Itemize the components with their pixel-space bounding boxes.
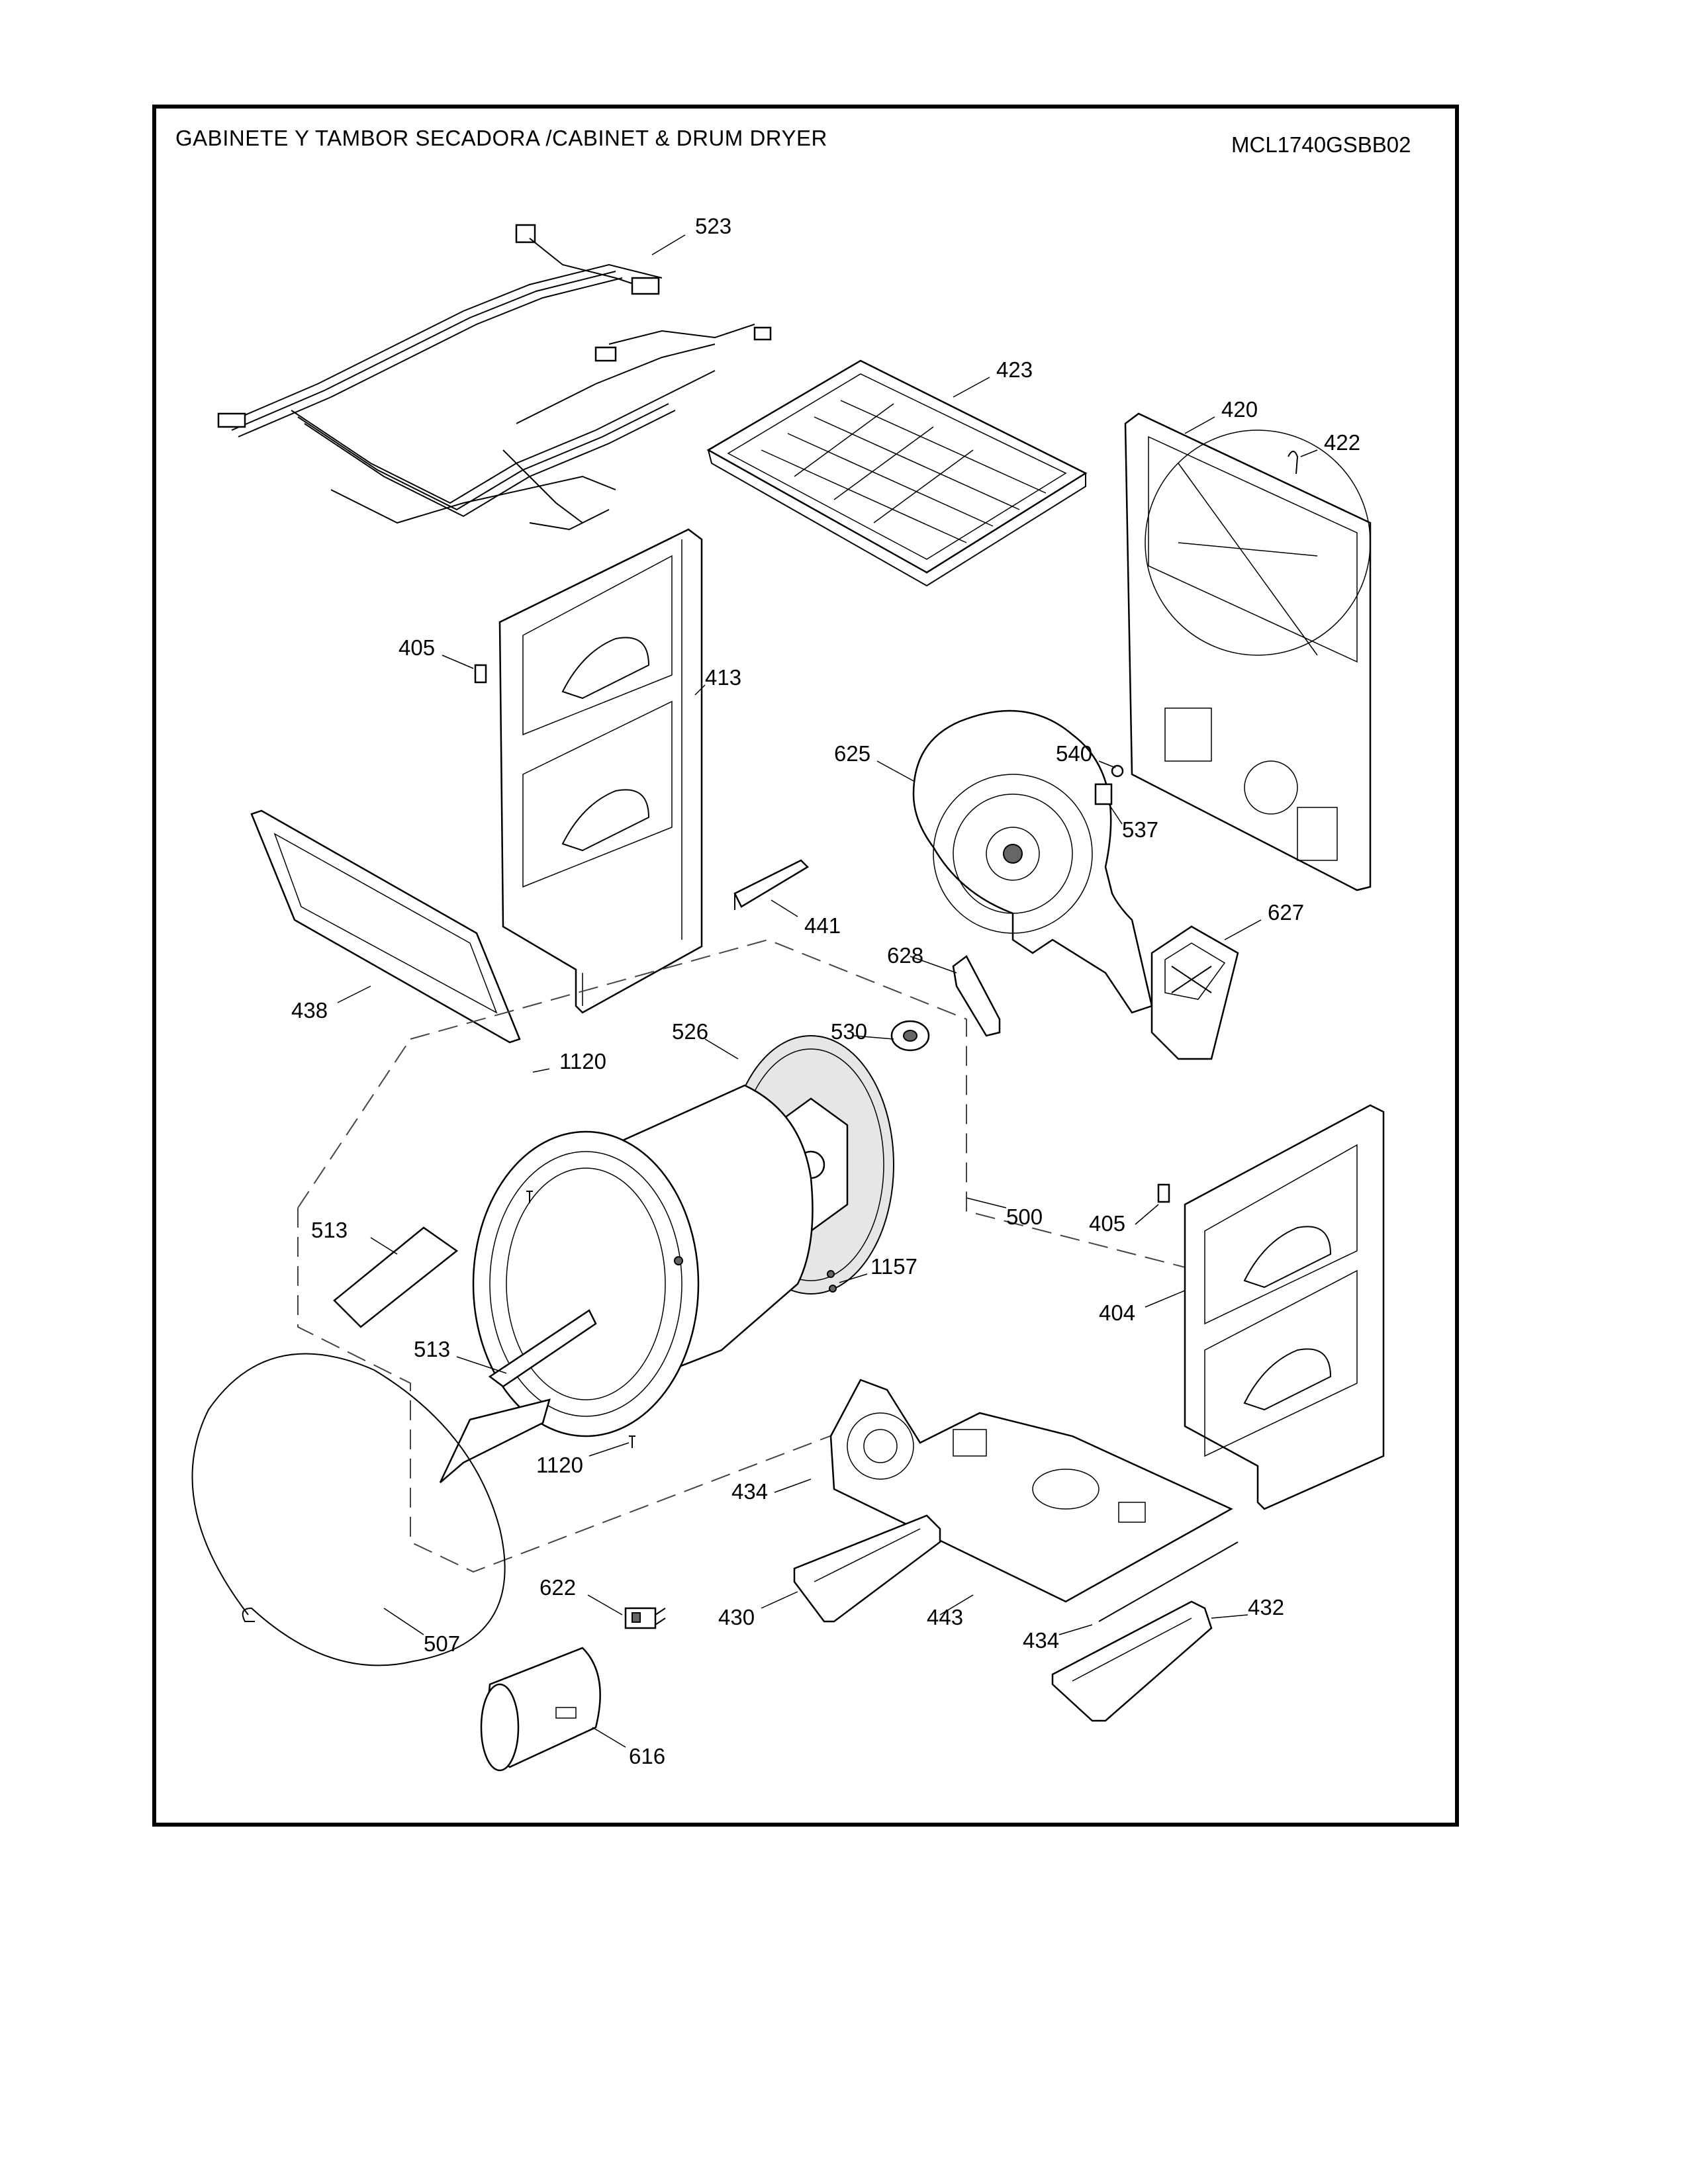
diagram-frame: [152, 105, 1459, 1827]
callout-622: 622: [539, 1575, 576, 1600]
blower-housing-part: [912, 709, 1153, 1014]
front-panel-part: [250, 809, 521, 1044]
callout-405-left: 405: [399, 635, 435, 660]
base-443-part: [829, 1379, 1233, 1603]
callout-420: 420: [1221, 397, 1258, 422]
drum-assembly-boundary-left: [297, 1038, 411, 1208]
callout-628: 628: [887, 943, 923, 968]
wire-harness-part: [217, 224, 772, 531]
callout-513-middle: 513: [414, 1337, 450, 1361]
callout-530: 530: [831, 1019, 867, 1044]
callout-507: 507: [424, 1631, 460, 1656]
screw-1157-a-part: [827, 1270, 835, 1278]
back-panel-part: [1124, 412, 1372, 891]
diagram-title: GABINETE Y TAMBOR SECADORA /CABINET & DR…: [175, 126, 827, 150]
callout-422: 422: [1324, 430, 1360, 455]
top-panel-part: [706, 359, 1088, 587]
clip-405-left-part: [474, 664, 487, 684]
callout-537: 537: [1122, 817, 1158, 842]
baffle-513-top-part: [333, 1226, 459, 1328]
callout-513-top: 513: [311, 1218, 348, 1242]
callout-443: 443: [927, 1605, 963, 1629]
screw-1120-bottom-part: [629, 1435, 635, 1448]
screw-1120-top-part: [526, 1191, 533, 1203]
callout-438: 438: [291, 998, 328, 1023]
screw-1157-b-part: [829, 1285, 837, 1293]
base-trim-432-part: [1051, 1600, 1213, 1722]
callout-1120-bottom: 1120: [536, 1453, 583, 1477]
callout-625: 625: [834, 741, 870, 766]
thermostat-540-part: [1111, 764, 1124, 778]
callout-404: 404: [1099, 1300, 1135, 1325]
callout-627: 627: [1268, 900, 1304, 925]
drum-cylinder-part: [472, 1084, 814, 1437]
callout-434-left: 434: [731, 1479, 768, 1504]
callout-540: 540: [1056, 741, 1092, 766]
callout-labels: 523 423 420 422 405 413 625 540 537 441 …: [291, 214, 1360, 1768]
right-side-panel-part: [1184, 1104, 1385, 1510]
callout-1157: 1157: [870, 1254, 917, 1279]
support-441-part: [733, 859, 810, 910]
left-side-panel-part: [498, 528, 703, 1014]
baffle-513-lower-part: [439, 1398, 551, 1483]
callout-616: 616: [629, 1744, 665, 1768]
callout-1120-top: 1120: [559, 1049, 606, 1073]
bracket-628-part: [952, 955, 1001, 1037]
baffle-513-middle-part: [488, 1309, 597, 1388]
base-trim-430-part: [793, 1514, 941, 1623]
switch-622-part: [624, 1607, 666, 1629]
callout-523: 523: [695, 214, 731, 238]
drum-assembly-boundary-lower: [297, 1208, 848, 1573]
callout-500: 500: [1006, 1205, 1043, 1229]
bearing-530-part: [890, 1020, 930, 1052]
clip-422-part: [1288, 451, 1299, 475]
callout-405-right: 405: [1089, 1211, 1125, 1236]
leader-lines: [337, 234, 1318, 1748]
rail-434-part: [1098, 1541, 1239, 1622]
motor-616-part: [480, 1647, 601, 1772]
drum-assembly-boundary: [410, 938, 1199, 1271]
callout-434-right: 434: [1023, 1628, 1059, 1653]
callout-413: 413: [705, 665, 741, 690]
bracket-537-part: [1094, 783, 1113, 805]
heater-box-part: [1150, 925, 1239, 1060]
clip-405-right-part: [1157, 1183, 1170, 1203]
callout-430: 430: [718, 1605, 755, 1629]
drum-belt-part: [191, 1353, 506, 1666]
callout-526: 526: [672, 1019, 708, 1044]
model-number: MCL1740GSBB02: [1231, 132, 1411, 157]
callout-441: 441: [804, 913, 841, 938]
callout-423: 423: [996, 357, 1033, 382]
callout-432: 432: [1248, 1595, 1284, 1619]
